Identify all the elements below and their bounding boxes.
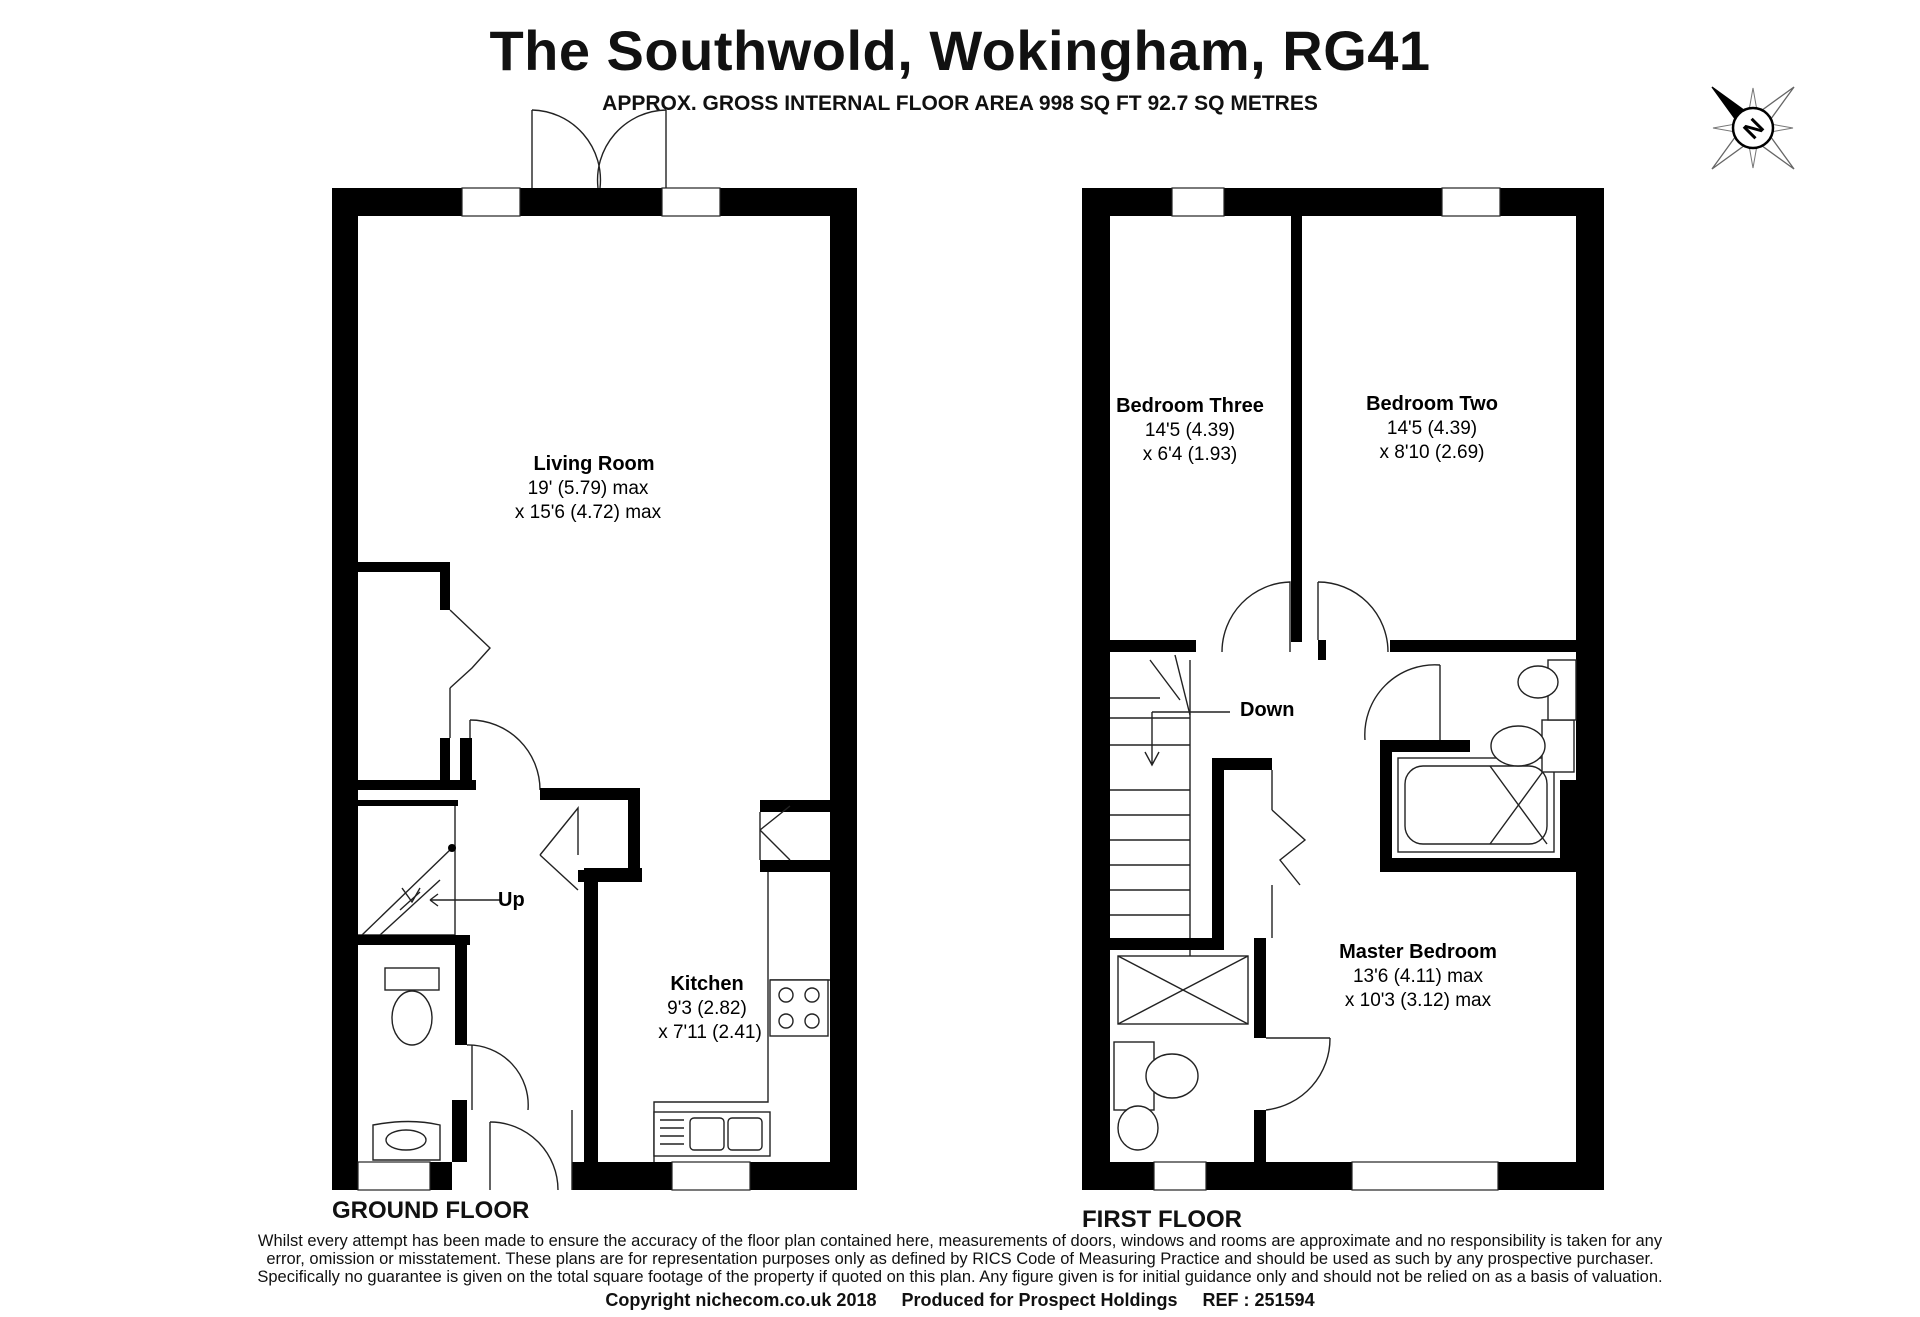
french-doors xyxy=(531,109,667,189)
toilet-cistern xyxy=(384,967,440,991)
stairs-ground xyxy=(358,800,500,936)
disclaimer: Whilst every attempt has been made to en… xyxy=(180,1232,1740,1286)
bedroom-three-dim2: x 6'4 (1.93) xyxy=(1143,444,1237,465)
bedroom-three-dim1: 14'5 (4.39) xyxy=(1145,420,1235,441)
window xyxy=(357,1161,431,1191)
master-bedroom-dim1: 13'6 (4.11) max xyxy=(1353,966,1484,987)
kitchen-units xyxy=(653,872,830,1162)
master-bedroom-dim2: x 10'3 (3.12) max xyxy=(1345,990,1492,1011)
bath-toilet xyxy=(1490,725,1546,767)
hob xyxy=(769,979,829,1037)
ensuite-toilet xyxy=(1145,1053,1199,1099)
first-floor-plan: Down xyxy=(1082,187,1604,1191)
ground-wc xyxy=(358,935,529,1162)
front-door xyxy=(489,1110,573,1191)
ground-floor-plan: Up xyxy=(332,109,857,1191)
ensuite xyxy=(1110,938,1331,1162)
bathroom xyxy=(1364,659,1580,872)
toilet-bowl xyxy=(391,990,433,1046)
bedroom-three-name: Bedroom Three xyxy=(1116,395,1264,417)
stairs-up-label: Up xyxy=(498,889,525,911)
copyright-footer: Copyright nichecom.co.uk 2018 Produced f… xyxy=(605,1290,1315,1310)
first-floor-label: FIRST FLOOR xyxy=(1082,1206,1242,1233)
window xyxy=(671,1161,751,1191)
compass-icon: N xyxy=(1711,86,1795,170)
bedroom-two-dim1: 14'5 (4.39) xyxy=(1387,418,1477,439)
ensuite-basin xyxy=(1117,1105,1159,1151)
window xyxy=(661,187,721,217)
plan-title: The Southwold, Wokingham, RG41 xyxy=(489,19,1431,82)
disclaimer-line: Specifically no guarantee is given on th… xyxy=(257,1268,1663,1286)
window xyxy=(1171,187,1225,217)
disclaimer-line: Whilst every attempt has been made to en… xyxy=(257,1232,1663,1250)
master-bedroom-name: Master Bedroom xyxy=(1339,941,1497,963)
basin xyxy=(372,1120,441,1161)
bath xyxy=(1397,757,1555,853)
living-room-dim2: x 15'6 (4.72) max xyxy=(515,502,662,523)
bath-basin xyxy=(1517,665,1559,699)
window xyxy=(1441,187,1501,217)
window xyxy=(1351,1161,1499,1191)
window xyxy=(1153,1161,1207,1191)
kitchen-name: Kitchen xyxy=(670,973,743,995)
stairs-down-label: Down xyxy=(1240,699,1294,721)
living-room-dim1: 19' (5.79) max xyxy=(528,478,649,499)
floor-area-subtitle: APPROX. GROSS INTERNAL FLOOR AREA 998 SQ… xyxy=(602,92,1318,115)
bedroom-two-name: Bedroom Two xyxy=(1366,393,1498,415)
bedroom-two-dim2: x 8'10 (2.69) xyxy=(1379,442,1484,463)
kitchen-dim2: x 7'11 (2.41) xyxy=(658,1022,762,1043)
ground-floor-label: GROUND FLOOR xyxy=(332,1197,530,1224)
bath-toilet-cistern xyxy=(1541,719,1575,773)
window xyxy=(461,187,521,217)
living-room-name: Living Room xyxy=(533,453,654,475)
kitchen-dim1: 9'3 (2.82) xyxy=(667,998,747,1019)
disclaimer-line: error, omission or misstatement. These p… xyxy=(266,1250,1654,1268)
